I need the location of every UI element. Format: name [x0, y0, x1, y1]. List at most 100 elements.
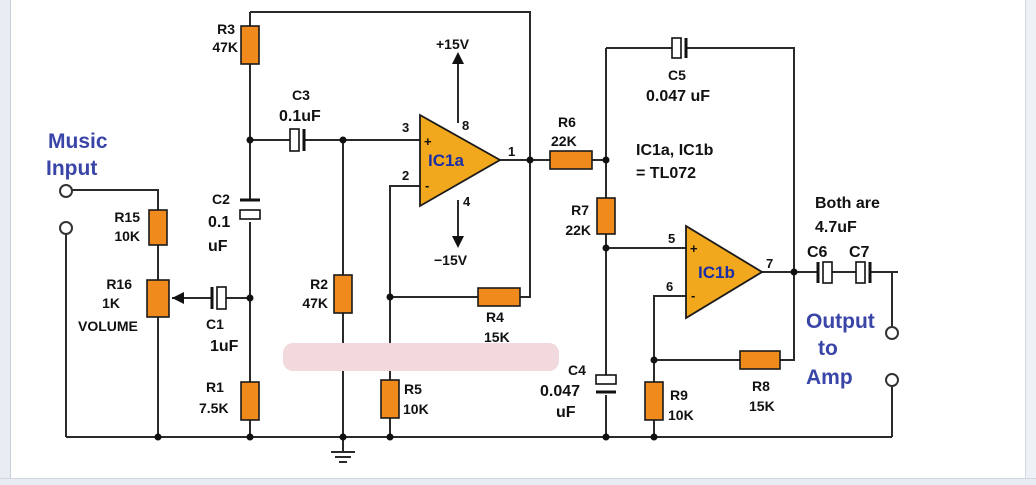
node: [602, 244, 610, 252]
r9-value: 10K: [668, 407, 694, 423]
capacitor-c4: [595, 374, 617, 394]
ground-icon: [331, 451, 355, 463]
c4-value: 0.047: [540, 383, 580, 400]
pin-number: 5: [668, 231, 675, 246]
c1-value: 1uF: [210, 338, 239, 355]
r16-value: 1K: [102, 295, 120, 311]
wiper-arrow-icon: [172, 292, 184, 304]
r2-value: 47K: [302, 295, 328, 311]
r15-label: R15: [114, 209, 140, 225]
c6-label: C6: [807, 244, 828, 261]
resistor-r5: [380, 379, 400, 419]
arrow-up-icon: [452, 52, 464, 64]
output-label-line2: to: [818, 337, 838, 360]
both-value-label: 4.7uF: [815, 219, 857, 236]
node: [650, 356, 658, 364]
input-terminal-top: [59, 184, 73, 198]
c3-value: 0.1uF: [279, 108, 321, 125]
c7-label: C7: [849, 244, 870, 261]
pin-number: 2: [402, 168, 409, 183]
both-are-label: Both are: [815, 195, 880, 212]
r5-value: 10K: [403, 401, 429, 417]
c2-value: 0.1: [208, 214, 230, 231]
c2-unit: uF: [208, 238, 228, 255]
capacitor-c7: [855, 261, 872, 284]
node: [246, 136, 254, 144]
node: [602, 156, 610, 164]
node: [246, 433, 254, 441]
r3-label: R3: [217, 21, 235, 37]
node: [602, 433, 610, 441]
input-terminal-bottom: [59, 221, 73, 235]
junction-nodes: [154, 136, 798, 441]
output-terminal-top: [885, 326, 899, 340]
pin-number: 6: [666, 279, 673, 294]
resistor-r2: [333, 274, 353, 314]
ic-note-line1: IC1a, IC1b: [636, 142, 714, 159]
opamp-ic1b: [685, 224, 764, 320]
output-label-line1: Output: [806, 310, 875, 333]
r1-value: 7.5K: [199, 400, 229, 416]
resistor-r9: [644, 381, 664, 421]
wires: [65, 11, 898, 452]
window-frame-bottom: [0, 478, 1036, 485]
opamp-ic1b-minus-sign: -: [691, 288, 695, 303]
capacitor-c2: [239, 198, 261, 220]
node: [526, 156, 534, 164]
volume-label: VOLUME: [78, 318, 138, 334]
opamp-ic1b-label: IC1b: [698, 263, 735, 282]
node: [339, 433, 347, 441]
pin-number: 1: [508, 144, 515, 159]
capacitor-c3: [289, 128, 306, 152]
r1-label: R1: [206, 379, 224, 395]
node: [154, 433, 162, 441]
pin-number: 8: [462, 118, 469, 133]
r6-value: 22K: [551, 133, 577, 149]
pin-number: 7: [766, 256, 773, 271]
window-frame-right: [1025, 0, 1036, 485]
node: [386, 293, 394, 301]
opamp-ic1a-plus-sign: +: [424, 134, 432, 149]
c3-label: C3: [292, 87, 310, 103]
r15-value: 10K: [114, 228, 140, 244]
c2-label: C2: [212, 191, 230, 207]
resistor-r7: [596, 197, 616, 235]
r8-label: R8: [752, 378, 770, 394]
output-terminal-bottom: [885, 373, 899, 387]
c5-label: C5: [668, 67, 686, 83]
capacitor-c1: [210, 286, 227, 310]
arrow-down-icon: [452, 236, 464, 248]
resistor-r6: [549, 150, 593, 170]
c1-label: C1: [206, 316, 224, 332]
pin-number: 3: [402, 120, 409, 135]
capacitor-c5: [671, 37, 688, 59]
resistor-r4: [477, 287, 521, 307]
r2-label: R2: [310, 276, 328, 292]
music-input-label-line2: Input: [46, 157, 97, 180]
node: [790, 268, 798, 276]
r4-value: 15K: [484, 329, 510, 345]
node: [246, 294, 254, 302]
r5-label: R5: [404, 381, 422, 397]
c4-label: C4: [568, 362, 586, 378]
node: [386, 433, 394, 441]
watermark-blur-patch: [283, 343, 559, 371]
node: [650, 433, 658, 441]
r7-label: R7: [571, 202, 589, 218]
resistor-r15: [148, 209, 168, 246]
capacitor-c6: [816, 261, 833, 284]
resistor-r3: [240, 25, 260, 65]
resistor-r1: [240, 381, 260, 421]
opamp-ic1a-label: IC1a: [428, 151, 464, 170]
opamp-ic1b-plus-sign: +: [690, 241, 698, 256]
r9-label: R9: [670, 387, 688, 403]
pin-number: 4: [463, 194, 471, 209]
c5-value: 0.047 uF: [646, 88, 710, 105]
window-frame-left: [0, 0, 11, 485]
r3-value: 47K: [212, 39, 238, 55]
r4-label: R4: [486, 309, 504, 325]
plus15-label: +15V: [436, 36, 470, 52]
r7-value: 22K: [565, 222, 591, 238]
node: [339, 136, 347, 144]
